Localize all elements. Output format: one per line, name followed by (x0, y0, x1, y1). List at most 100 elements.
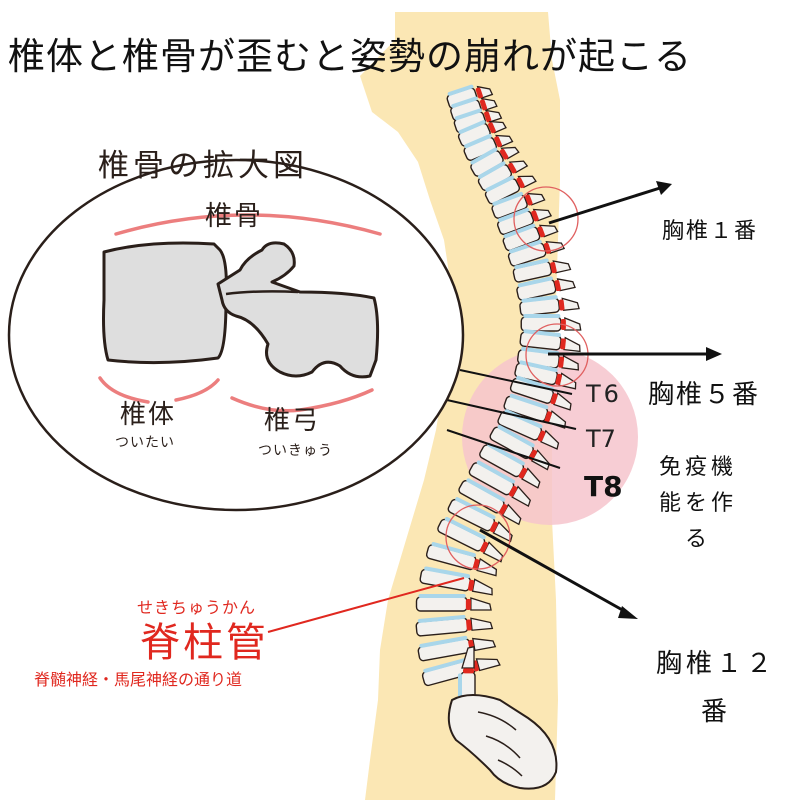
spinal-canal-segment (499, 504, 508, 515)
spinal-canal-segment (558, 299, 565, 311)
spinal-canal-segment (467, 579, 475, 591)
t12-guide-circle (445, 504, 511, 570)
spinal-canal-description: 脊髄神経・馬尾神経の通り道 (34, 670, 243, 689)
spinal-canal-segment (494, 136, 502, 148)
vertebral-body-label: 椎体 (120, 400, 177, 430)
spinal-canal-segment (537, 226, 545, 238)
vertebra-segment (489, 424, 551, 471)
intervertebral-disc (508, 239, 542, 254)
t1-guide-circle (513, 186, 579, 252)
spinous-process (470, 597, 492, 611)
spine (415, 84, 582, 726)
intervertebral-disc (458, 120, 486, 134)
vertebra-segment (484, 175, 537, 205)
spinal-canal-segment (479, 99, 488, 111)
spinal-canal-segment (525, 194, 533, 206)
spinal-canal-segment (560, 338, 566, 350)
intervertebral-disc (418, 594, 466, 598)
intervertebral-disc (478, 161, 506, 179)
intervertebral-disc (487, 442, 525, 466)
spinal-canal-segment (508, 162, 517, 174)
spinous-process (461, 645, 475, 669)
intervertebral-disc (466, 478, 506, 502)
vertebra-lamina-line (225, 290, 299, 296)
intervertebral-disc (514, 258, 549, 270)
t5-arrow-head (706, 347, 722, 361)
vertebra-segment (514, 360, 577, 390)
spinal-canal-segment (499, 148, 509, 160)
spinal-canal-segment (555, 373, 562, 385)
spinal-canal-segment (516, 177, 525, 189)
spinal-canal-segment (480, 541, 489, 553)
t1-label: 胸椎１番 (662, 219, 759, 244)
sacrum (447, 694, 558, 790)
spinous-process (563, 336, 581, 353)
intervertebral-disc (431, 542, 476, 558)
t12-arrow-line (479, 528, 627, 614)
spinal-canal-segment (531, 210, 539, 222)
spinous-process (475, 658, 501, 672)
vertebra-segment (519, 329, 581, 353)
vertebra-bracket (114, 213, 382, 236)
t1-arrow-head (656, 181, 672, 195)
t8-label: T8 (584, 470, 623, 503)
immune-function-label: 免疫機能を作る (658, 455, 737, 552)
vertebral-body-reading: ついたい (115, 435, 175, 451)
vertebra-segment (450, 96, 498, 122)
t12-arrow-head (618, 606, 638, 619)
spinal-canal-segment (466, 619, 472, 631)
vertebral-arch-label: 椎弓 (264, 406, 321, 436)
intervertebral-disc (492, 191, 523, 206)
spinal-canal-segment (508, 485, 518, 497)
intervertebral-disc (454, 108, 482, 121)
intervertebral-disc (470, 147, 498, 165)
t1-arrow-line (548, 186, 661, 225)
t7-label: T7 (586, 425, 616, 453)
vertebra-segment (470, 146, 520, 177)
spinous-process (470, 617, 494, 631)
intervertebral-disc (504, 409, 543, 429)
spinous-process (561, 297, 580, 312)
vertebra-segment (512, 258, 572, 283)
t12-label: 胸椎１２番 (655, 649, 776, 727)
vertebra-segment (468, 460, 532, 508)
vertebra-segment (415, 614, 494, 637)
intervertebral-disc (517, 276, 553, 288)
intervertebral-disc (424, 566, 471, 579)
page-title: 椎体と椎骨が歪むと姿勢の崩れが起こる (8, 35, 692, 78)
vertebra-segment (419, 566, 493, 596)
canal-pointer (267, 577, 465, 633)
intervertebral-disc (451, 96, 478, 109)
vertebra-segment (491, 191, 546, 219)
spinal-canal-segment (472, 559, 480, 571)
spinal-canal-segment (550, 262, 557, 274)
sacrum-detail (477, 711, 523, 777)
t6-label: T6 (586, 380, 622, 408)
vertebra-segment (437, 516, 504, 563)
arch-bracket (230, 388, 374, 413)
intervertebral-disc (485, 175, 515, 192)
vertebra-body (102, 241, 228, 365)
body-bracket-right (174, 378, 220, 402)
spinal-canal-segment (488, 122, 496, 134)
vertebra-segment (425, 542, 498, 577)
spinal-canal-reading: せきちゅうかん (137, 598, 257, 617)
spinal-canal-segment (544, 411, 552, 423)
vertebra-segment (479, 442, 541, 489)
vertebra-segment (497, 409, 560, 450)
vertebra-segment (417, 635, 497, 662)
spinal-canal-segment (558, 356, 565, 368)
vertebra-segment (458, 478, 522, 526)
vertebra-segment (463, 133, 514, 161)
spinal-canal-segment (489, 521, 498, 533)
spinal-canal-segment (550, 393, 558, 405)
spinal-canal-segment (554, 280, 561, 292)
vertebra-bone (415, 596, 468, 612)
intervertebral-disc (444, 516, 486, 540)
spinal-canal-segment (475, 87, 483, 99)
vertebra-label: 椎骨 (205, 201, 263, 232)
intervertebral-disc (423, 656, 471, 673)
vertebra-segment (516, 276, 576, 301)
t8-pointer (446, 429, 561, 469)
